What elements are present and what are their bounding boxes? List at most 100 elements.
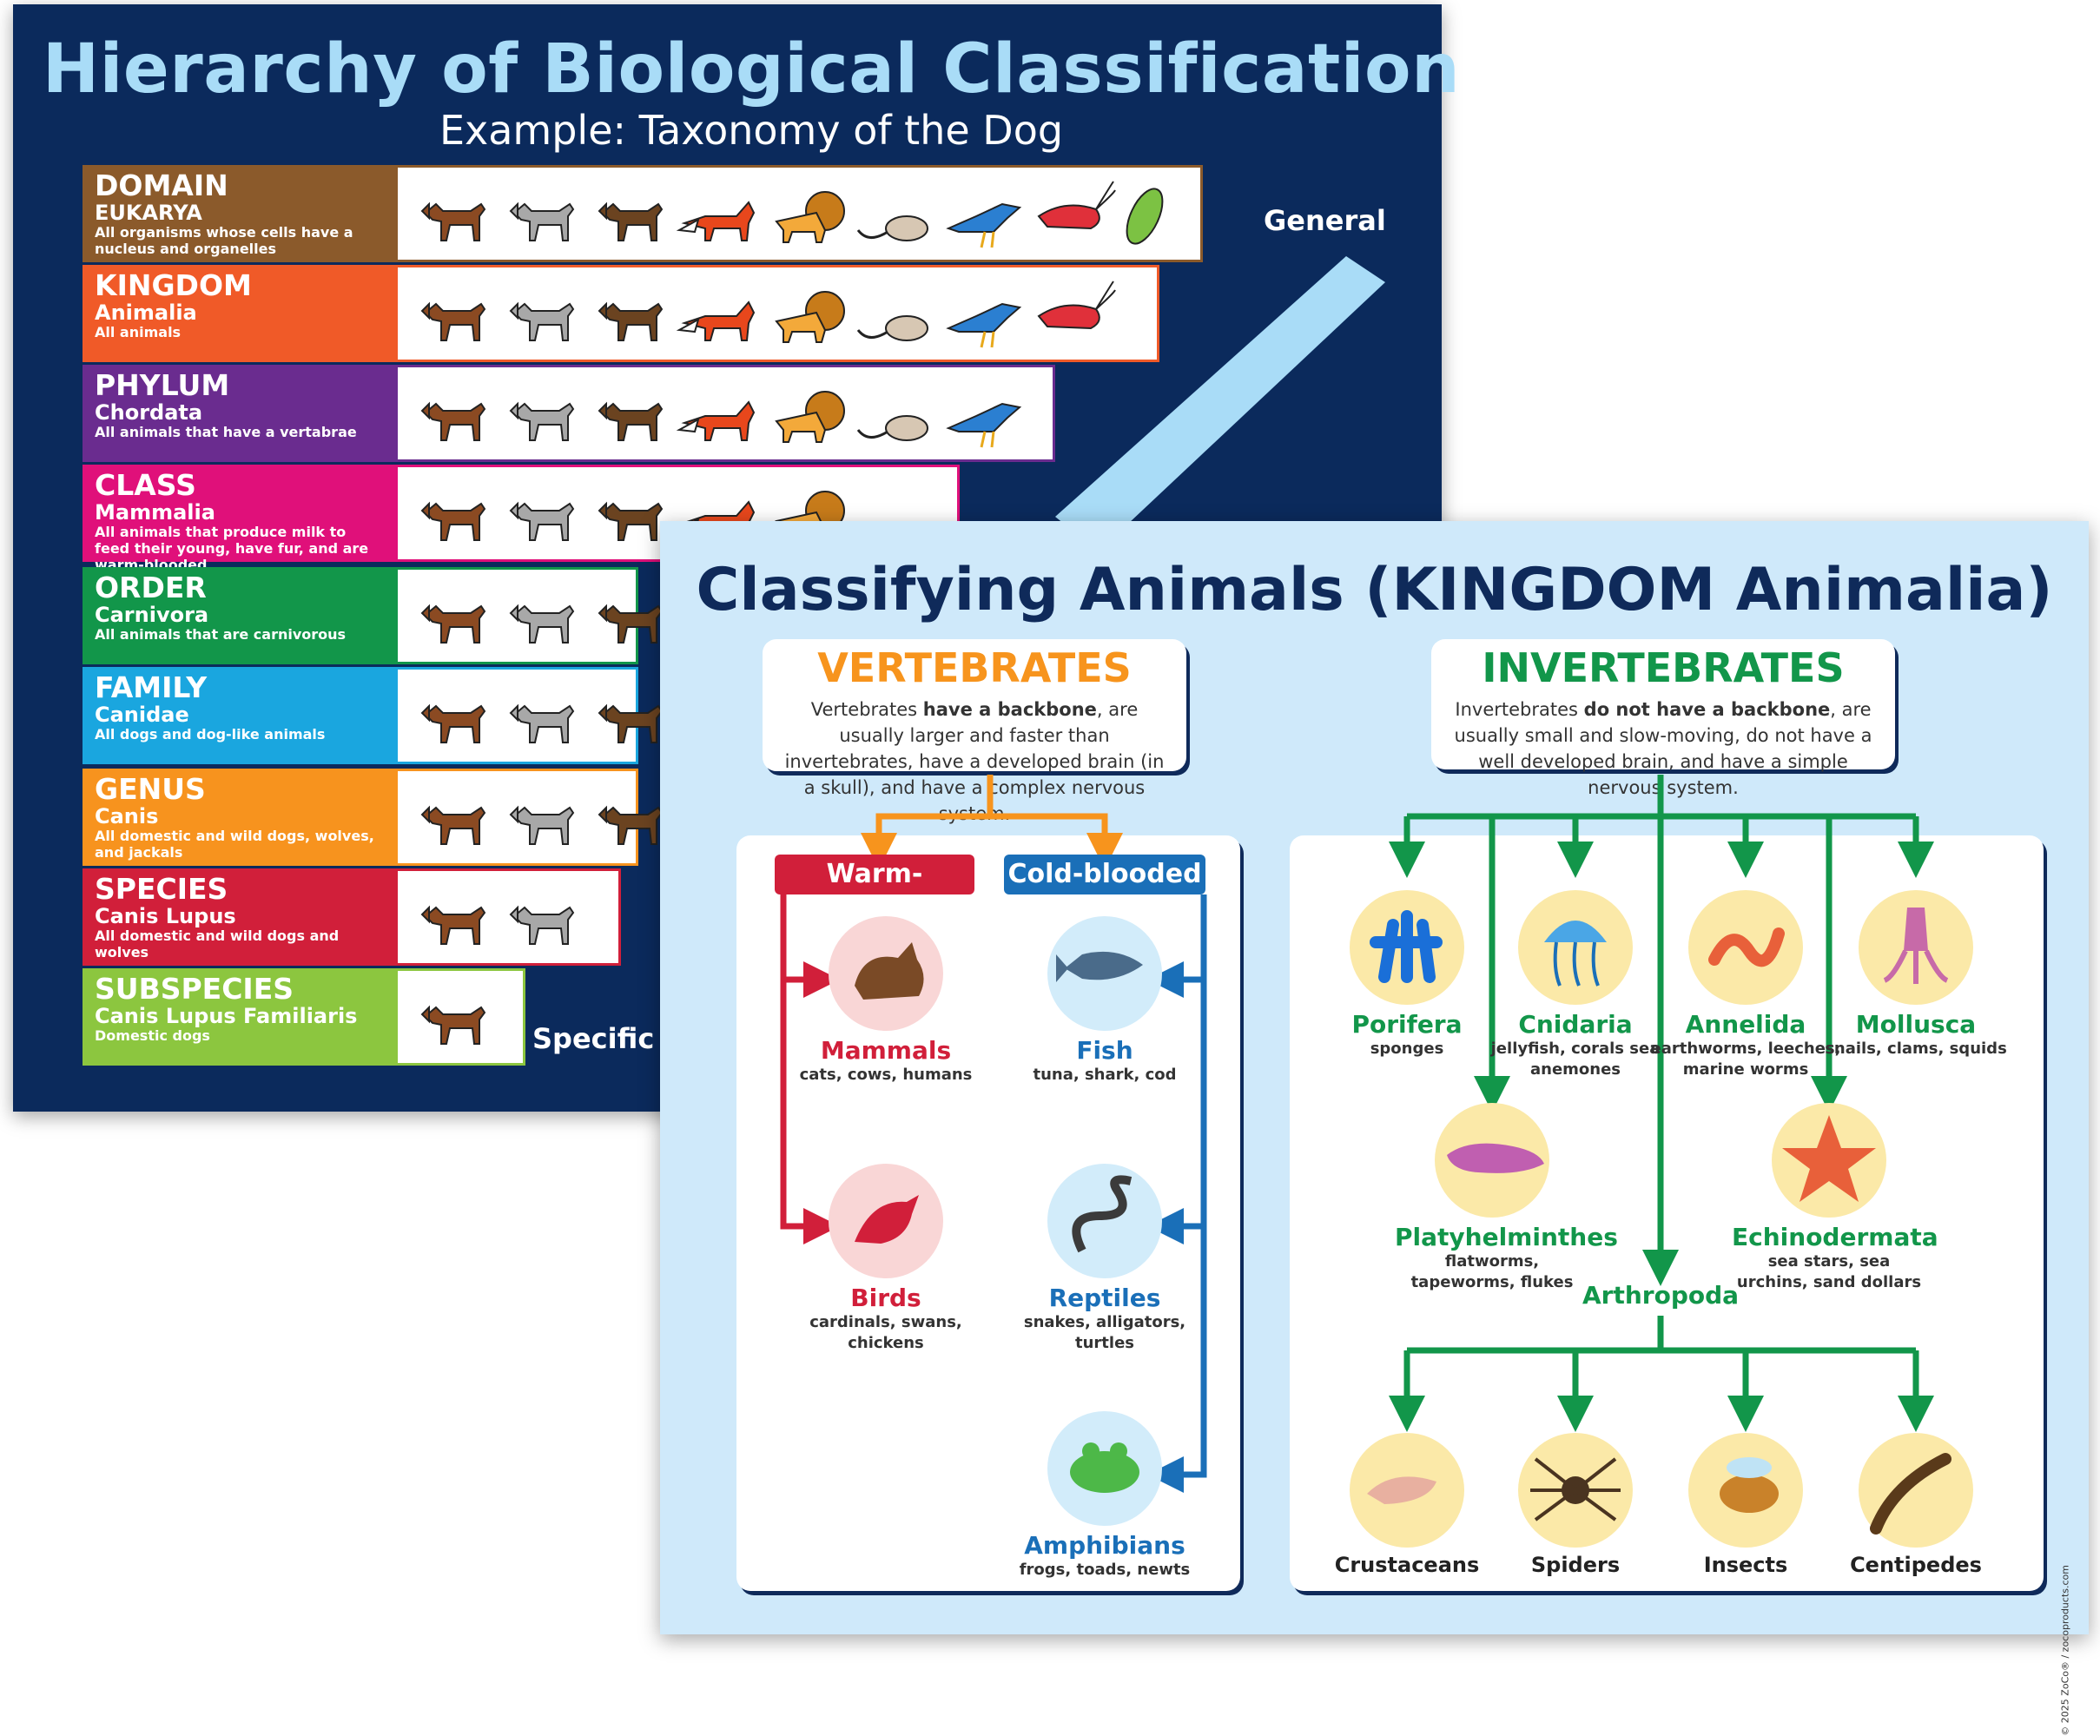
dog-icon bbox=[410, 881, 497, 958]
rank-taxon: Canidae bbox=[95, 703, 189, 727]
rank-description: All dogs and dog-like animals bbox=[95, 726, 326, 743]
dog-icon bbox=[410, 178, 497, 254]
shep-icon bbox=[587, 478, 674, 554]
group-porifera: Porifera sponges bbox=[1310, 890, 1504, 1059]
cardinal-icon bbox=[829, 1164, 943, 1278]
rank-label: KINGDOM Animalia All animals bbox=[83, 265, 395, 362]
lion-icon bbox=[764, 178, 851, 254]
rank-animals bbox=[395, 365, 1055, 462]
rank-description: All animals that have a vertabrae bbox=[95, 424, 357, 440]
rank-name: FAMILY bbox=[95, 670, 208, 704]
group-fish: Fish tuna, shark, cod bbox=[1000, 916, 1209, 1086]
connector-lines bbox=[780, 775, 1934, 1493]
mouse-icon bbox=[853, 178, 940, 254]
warm-blooded-tag: Warm-blooded bbox=[775, 855, 974, 929]
spider-icon bbox=[1518, 1433, 1633, 1548]
copyright-text: © 2025 ZoCo® / zocoproducts.com bbox=[2060, 1565, 2071, 1736]
group-insects: Insects bbox=[1648, 1433, 1843, 1577]
shrimp-icon bbox=[1030, 178, 1117, 254]
general-to-specific-arrow bbox=[1055, 256, 1385, 551]
fox-icon bbox=[676, 278, 763, 354]
rank-animals bbox=[395, 165, 1203, 262]
cold-blooded-tag: Cold-blooded bbox=[1004, 855, 1205, 894]
rank-taxon: Canis Lupus bbox=[95, 904, 236, 928]
taxonomy-poster: Hierarchy of Biological Classification E… bbox=[13, 4, 1460, 1112]
dog-icon bbox=[410, 981, 497, 1058]
rank-description: All organisms whose cells have a nucleus… bbox=[95, 224, 353, 257]
rank-taxon: Canis Lupus Familiaris bbox=[95, 1004, 358, 1028]
group-name: Birds bbox=[850, 1284, 921, 1312]
dog-icon bbox=[410, 278, 497, 354]
shep-icon bbox=[587, 580, 674, 657]
rank-row-kingdom: KINGDOM Animalia All animals bbox=[83, 265, 1159, 362]
wolf-icon bbox=[499, 178, 585, 254]
rank-label: DOMAIN EUKARYA All organisms whose cells… bbox=[83, 165, 395, 262]
group-name: Annelida bbox=[1685, 1010, 1806, 1039]
rank-description: All animals bbox=[95, 324, 182, 340]
group-examples: snails, clams, squids bbox=[1825, 1040, 2007, 1058]
invertebrates-box: INVERTEBRATES Invertebrates do not have … bbox=[1431, 639, 1895, 798]
rank-row-phylum: PHYLUM Chordata All animals that have a … bbox=[83, 365, 1055, 462]
rank-name: SPECIES bbox=[95, 872, 228, 906]
wolf-icon bbox=[499, 580, 585, 657]
group-name: Mollusca bbox=[1855, 1010, 1977, 1039]
bird-icon bbox=[941, 378, 1028, 454]
group-examples: cats, cows, humans bbox=[799, 1066, 973, 1084]
group-name: Insects bbox=[1703, 1553, 1788, 1577]
group-platyhelminthes: Platyhelminthes flatworms, tapeworms, fl… bbox=[1395, 1103, 1618, 1293]
rank-label: GENUS Canis All domestic and wild dogs, … bbox=[83, 769, 395, 866]
group-crustaceans: Crustaceans bbox=[1310, 1433, 1504, 1577]
shrimp-icon bbox=[1030, 278, 1117, 354]
wolf-icon bbox=[499, 278, 585, 354]
group-annelida: Annelida earthworms, leeches, marine wor… bbox=[1648, 890, 1843, 1080]
rank-taxon: Carnivora bbox=[95, 603, 209, 627]
rank-description: All animals that produce milk to feed th… bbox=[95, 524, 369, 573]
microbe-icon bbox=[1119, 178, 1205, 254]
mouse-icon bbox=[853, 378, 940, 454]
group-name: Reptiles bbox=[1048, 1284, 1161, 1312]
group-reptiles: Reptiles snakes, alligators, turtles bbox=[1000, 1164, 1209, 1354]
group-name: Mammals bbox=[820, 1036, 952, 1065]
shep-icon bbox=[587, 378, 674, 454]
group-examples: snakes, alligators, turtles bbox=[1023, 1313, 1186, 1352]
vertebrates-box: VERTEBRATES Vertebrates have a backbone,… bbox=[763, 639, 1186, 824]
rank-row-subspecies: SUBSPECIES Canis Lupus Familiaris Domest… bbox=[83, 968, 525, 1066]
group-name: Fish bbox=[1076, 1036, 1133, 1065]
group-name: Crustaceans bbox=[1334, 1553, 1480, 1577]
rank-taxon: Chordata bbox=[95, 400, 203, 425]
rank-description: All domestic and wild dogs and wolves bbox=[95, 927, 340, 960]
rank-taxon: Canis bbox=[95, 804, 159, 828]
bird-icon bbox=[941, 178, 1028, 254]
rank-label: SPECIES Canis Lupus All domestic and wil… bbox=[83, 868, 395, 966]
group-birds: Birds cardinals, swans, chickens bbox=[782, 1164, 990, 1354]
group-name: Echinodermata bbox=[1732, 1223, 1938, 1251]
wolf-icon bbox=[499, 782, 585, 858]
rank-description: All domestic and wild dogs, wolves, and … bbox=[95, 828, 374, 861]
arthropoda-label: Arthropoda bbox=[1582, 1281, 1740, 1310]
flatworm-icon bbox=[1435, 1103, 1549, 1218]
vertebrates-description: Vertebrates have a backbone, are usually… bbox=[784, 699, 1165, 824]
group-examples: frogs, toads, newts bbox=[1019, 1561, 1191, 1579]
worm-icon bbox=[1688, 890, 1803, 1005]
group-examples: tuna, shark, cod bbox=[1033, 1066, 1177, 1084]
group-name: Amphibians bbox=[1024, 1531, 1185, 1560]
group-mollusca: Mollusca snails, clams, squids bbox=[1819, 890, 2013, 1059]
bee-icon bbox=[1688, 1433, 1803, 1548]
group-name: Cnidaria bbox=[1518, 1010, 1633, 1039]
group-examples: earthworms, leeches, marine worms bbox=[1650, 1040, 1841, 1079]
rank-animals bbox=[395, 567, 664, 664]
sponge-icon bbox=[1350, 890, 1464, 1005]
jellyfish-icon bbox=[1518, 890, 1633, 1005]
rank-label: ORDER Carnivora All animals that are car… bbox=[83, 567, 395, 664]
rank-row-genus: GENUS Canis All domestic and wild dogs, … bbox=[83, 769, 664, 866]
group-cnidaria: Cnidaria jellyfish, corals sea anemones bbox=[1478, 890, 1673, 1080]
wolf-icon bbox=[499, 478, 585, 554]
rank-taxon: Mammalia bbox=[95, 500, 215, 525]
group-name: Porifera bbox=[1351, 1010, 1463, 1039]
fox-icon bbox=[676, 378, 763, 454]
rank-animals bbox=[395, 968, 525, 1066]
shrimp-icon bbox=[1350, 1433, 1464, 1548]
group-name: Spiders bbox=[1530, 1553, 1621, 1577]
rank-row-species: SPECIES Canis Lupus All domestic and wil… bbox=[83, 868, 621, 966]
rank-name: CLASS bbox=[95, 468, 196, 502]
